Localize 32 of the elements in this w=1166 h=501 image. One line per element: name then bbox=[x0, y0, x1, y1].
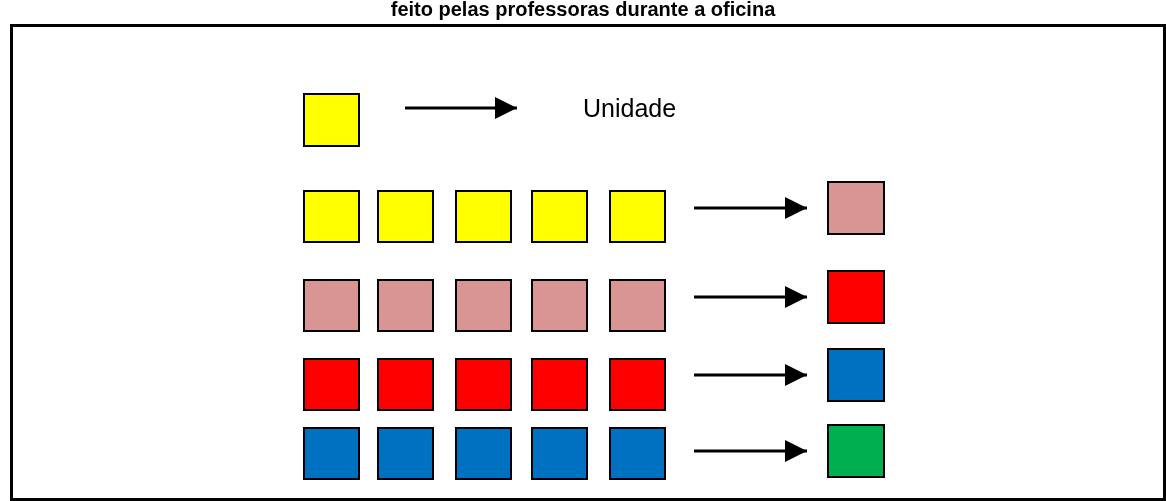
arrow bbox=[694, 364, 807, 386]
square-tile bbox=[377, 427, 434, 480]
square-tile bbox=[531, 279, 588, 332]
arrow bbox=[694, 286, 807, 308]
square-tile bbox=[377, 190, 434, 243]
square-tile bbox=[827, 348, 885, 402]
square-tile bbox=[303, 358, 360, 411]
square-tile bbox=[531, 427, 588, 480]
square-tile bbox=[303, 190, 360, 243]
square-tile bbox=[455, 279, 512, 332]
square-tile bbox=[531, 190, 588, 243]
label-text: Unidade bbox=[583, 90, 723, 126]
square-tile bbox=[377, 279, 434, 332]
arrow bbox=[405, 97, 517, 119]
square-tile bbox=[609, 279, 666, 332]
arrow bbox=[694, 440, 807, 462]
square-tile bbox=[303, 93, 360, 147]
arrow bbox=[694, 197, 807, 219]
square-tile bbox=[609, 427, 666, 480]
square-tile bbox=[827, 270, 885, 324]
square-tile bbox=[455, 358, 512, 411]
square-tile bbox=[827, 424, 885, 478]
square-tile bbox=[455, 190, 512, 243]
square-tile bbox=[377, 358, 434, 411]
square-tile bbox=[609, 190, 666, 243]
square-tile bbox=[303, 279, 360, 332]
square-tile bbox=[827, 181, 885, 235]
square-tile bbox=[531, 358, 588, 411]
square-tile bbox=[609, 358, 666, 411]
square-tile bbox=[455, 427, 512, 480]
title: feito pelas professoras durante a oficina bbox=[389, 0, 777, 21]
square-tile bbox=[303, 427, 360, 480]
